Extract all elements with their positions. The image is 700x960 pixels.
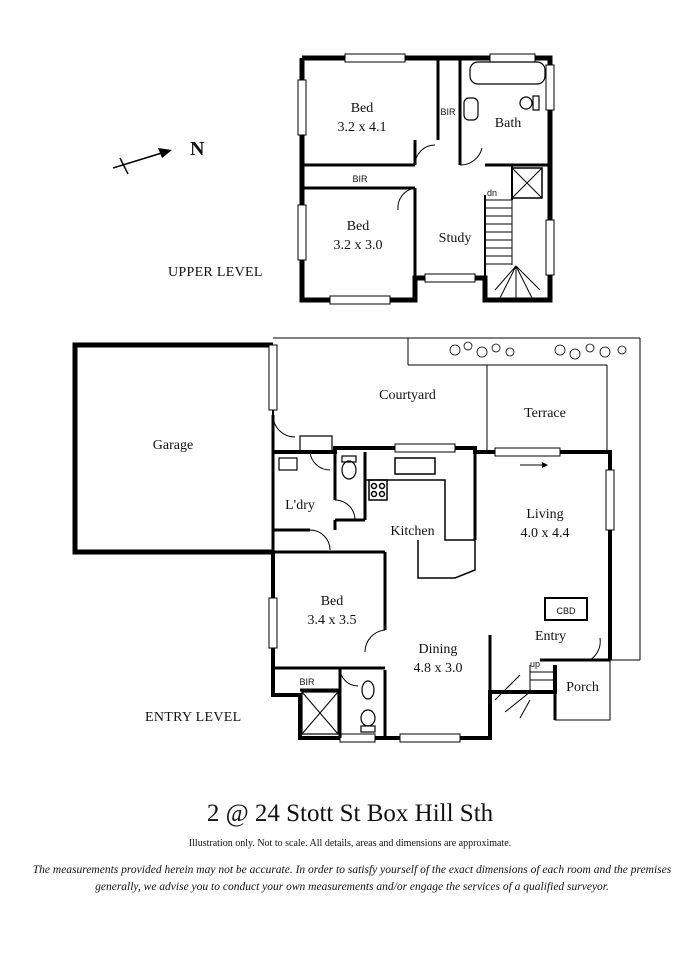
north-label: N [190,138,205,160]
room-courtyard-name: Courtyard [379,388,436,403]
room-bed-upper-2-size: 3.2 x 3.0 [333,238,383,253]
room-garage-name: Garage [152,438,194,453]
cbd-label: CBD [556,606,576,616]
measurement-note: The measurements provided herein may not… [32,864,672,893]
compass-arrow-icon [112,148,172,175]
room-dining-size: 4.8 x 3.0 [413,661,463,676]
room-study-name: Study [438,231,472,246]
upper-level-plan [297,53,555,305]
room-bed-upper-1-name: Bed [350,101,374,116]
room-bed-upper-1-size: 3.2 x 4.1 [337,120,387,135]
bir-entry-label: BIR [299,677,315,687]
bir-upper-vertical-label: BIR [440,107,456,117]
upper-level-label: UPPER LEVEL [168,265,263,280]
room-kitchen-name: Kitchen [390,524,435,539]
room-terrace-name: Terrace [524,406,566,421]
room-bed-upper-2-name: Bed [346,219,370,234]
stair-down-label: dn [486,188,497,198]
room-laundry-name: L'dry [285,498,315,513]
property-title: 2 @ 24 Stott St Box Hill Sth [206,800,494,827]
room-living-size: 4.0 x 4.4 [520,526,570,541]
room-bed-entry-name: Bed [320,594,344,609]
room-living-name: Living [526,507,564,522]
stair-up-label: up [529,659,540,669]
entry-level-plan [72,337,641,743]
room-bed-entry-size: 3.4 x 3.5 [307,613,357,628]
bir-upper-horizontal-label: BIR [352,174,368,184]
disclaimer-text: Illustration only. Not to scale. All det… [188,838,512,849]
room-porch-name: Porch [566,680,599,695]
entry-level-label: ENTRY LEVEL [145,710,242,725]
room-dining-name: Dining [418,642,458,657]
room-bath-name: Bath [494,116,522,131]
room-entry-name: Entry [534,629,567,644]
